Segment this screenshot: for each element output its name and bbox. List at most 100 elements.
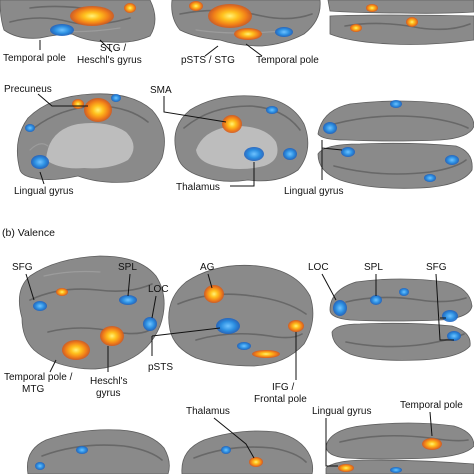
activation-temporal-pole-b: [422, 438, 442, 450]
leader-loc-b1: [151, 295, 157, 319]
activation-lingual-gyrus-b: [338, 464, 354, 472]
label-thalamus-a: Thalamus: [176, 182, 220, 193]
label-spl-b1: SPL: [118, 262, 137, 273]
activation-spot: [25, 124, 35, 132]
leader-loc-b2: [321, 273, 337, 301]
activation-spot: [283, 148, 297, 160]
brain-lateral-left-b: [18, 255, 165, 370]
label-temporal-pole-b: Temporal pole: [400, 400, 463, 411]
label-psts-stg: pSTS / STG: [181, 55, 235, 66]
activation-spot: [76, 446, 88, 454]
label-stg-line1: STG /: [100, 43, 126, 54]
leader-ag: [207, 273, 213, 289]
activation-heschls-gyrus: [100, 326, 124, 346]
leader-sfg-b2: [435, 273, 454, 341]
label-psts-b: pSTS: [148, 362, 173, 373]
leader-thalamus-a: [230, 162, 255, 187]
label-ag: AG: [200, 262, 215, 273]
label-loc-b1: LOC: [148, 284, 169, 295]
leader-lingual-gyrus-a2: [321, 140, 343, 180]
label-sma: SMA: [150, 85, 172, 96]
activation-lingual-gyrus-a1: [31, 155, 49, 169]
activation-spot: [399, 288, 409, 296]
leader-psts-b: [151, 327, 221, 356]
label-lingual-gyrus-a2: Lingual gyrus: [284, 186, 343, 197]
leader-temporal-pole-mtg: [49, 359, 57, 373]
activation-loc-b2: [333, 300, 347, 316]
brain-dorsal-a: [327, 0, 474, 45]
leader-sma: [163, 96, 227, 123]
label-sfg-b1: SFG: [12, 262, 33, 273]
brain-dorsal-b: [329, 278, 473, 361]
label-ifg-line2: Frontal pole: [254, 394, 307, 405]
activation-spot: [266, 106, 278, 114]
activation-spot: [252, 350, 280, 358]
leader-psts-stg-a: [204, 45, 219, 57]
leader-thalamus-b: [213, 417, 255, 459]
activation-spot: [56, 288, 68, 296]
leader-spl-b1: [127, 273, 131, 297]
activation-spot: [323, 122, 337, 134]
activation-loc-b1: [143, 317, 157, 331]
label-temporal-pole-mtg-line2: MTG: [22, 384, 44, 395]
activation-spot: [424, 174, 436, 182]
activation-ag: [204, 285, 224, 303]
activation-spot: [221, 446, 231, 454]
activation-thalamus-a: [244, 147, 264, 161]
activation-spot: [234, 28, 262, 40]
activation-psts-b: [216, 318, 240, 334]
brain-medial-right-a: [174, 95, 309, 182]
label-temporal-pole-mtg-line1: Temporal pole /: [4, 372, 73, 383]
leader-temporal-pole-b: [429, 411, 433, 437]
activation-ifg: [288, 320, 304, 332]
panel-a: Temporal pole STG / Heschl's gyrus pSTS …: [0, 0, 474, 197]
activation-spot: [35, 462, 45, 470]
activation-sma-a: [222, 115, 242, 133]
brain-ventral-a: [317, 100, 474, 189]
activation-spot: [390, 100, 402, 108]
brain-lateral-right-a: [171, 0, 321, 47]
leader-temporal-pole-a2: [245, 43, 263, 57]
activation-temporal-pole-mtg: [62, 340, 90, 360]
activation-spot: [390, 467, 402, 473]
activation-sfg-b1: [33, 301, 47, 311]
label-stg-line2: Heschl's gyrus: [77, 55, 142, 66]
activation-spot: [189, 1, 203, 11]
activation-sfg-b2: [442, 310, 458, 322]
activation-spot: [124, 3, 136, 13]
activation-spot: [275, 27, 293, 37]
activation-temporal-pole-a: [50, 24, 74, 36]
activation-spot: [111, 94, 121, 102]
label-lingual-gyrus-a1: Lingual gyrus: [14, 186, 73, 197]
activation-spot: [366, 4, 378, 12]
leader-precuneus: [37, 93, 88, 107]
brain-lateral-left-a: [0, 0, 156, 43]
activation-spot: [406, 17, 418, 27]
brain-ventral-b: [325, 422, 474, 474]
label-temporal-pole-a1: Temporal pole: [3, 53, 66, 64]
label-precuneus: Precuneus: [4, 84, 52, 95]
panel-b: SFG SPL LOC AG LOC SPL SFG pSTS Temporal…: [4, 255, 474, 474]
activation-spot: [445, 155, 459, 165]
activation-spl-b1: [119, 295, 137, 305]
label-temporal-pole-a2: Temporal pole: [256, 55, 319, 66]
activation-spl-b2: [370, 295, 382, 305]
activation-spot: [447, 331, 461, 341]
label-heschls-line2: gyrus: [96, 388, 120, 399]
activation-spot: [350, 24, 362, 32]
brain-lateral-right-b: [168, 265, 314, 367]
leader-sfg-b1: [25, 273, 35, 301]
leader-lingual-gyrus-a1: [39, 171, 45, 185]
panel-b-title: (b) Valence: [2, 227, 55, 239]
label-thalamus-b: Thalamus: [186, 406, 230, 417]
leader-stg-a: [99, 39, 113, 53]
activation-spot: [237, 342, 251, 350]
brain-medial-left-a: [16, 93, 165, 183]
activation-thalamus-b: [249, 457, 263, 467]
activation-spot: [341, 147, 355, 157]
brain-medial-left-b: [27, 429, 170, 474]
activation-stg-a: [70, 6, 114, 26]
activation-precuneus-a: [84, 98, 112, 122]
label-heschls-line1: Heschl's: [90, 376, 127, 387]
